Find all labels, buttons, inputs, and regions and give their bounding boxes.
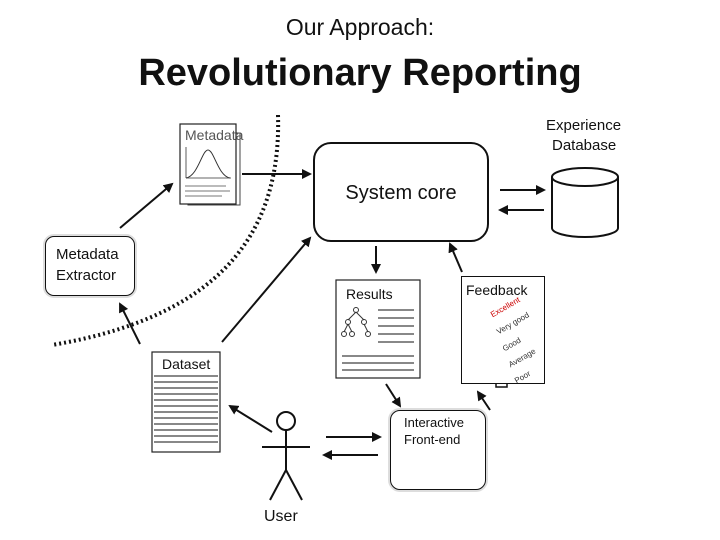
metadata-extractor-label-line1: Metadata [56,246,119,263]
metadata-extractor-label-line2: Extractor [56,267,117,284]
system-core-label: System core [345,182,457,204]
experience-database-label-line1: Experience [546,117,622,134]
arrow-dataset-to-core [221,236,312,343]
arrow-dataset-to-extractor [119,302,141,345]
arrow-user-to-dataset [228,404,273,433]
slide-subtitle: Our Approach: [285,14,435,40]
results-label: Results [346,286,393,302]
frontend-label-line1: Interactive [404,415,464,430]
user-label: User [264,508,298,525]
arrow-extractor-to-metadata [119,182,174,229]
dataset-table-icon [151,351,221,453]
system-core-box [313,142,489,242]
dataset-label: Dataset [162,356,211,372]
metadata-extractor-box [45,236,135,296]
metadata-label: Metadata [185,127,244,143]
arrow-feedback-to-core [448,242,463,273]
arrow-results-to-frontend [385,383,402,408]
slide-title: Revolutionary Reporting [138,52,582,94]
database-cylinder-icon [551,167,619,238]
feedback-box [461,276,545,384]
metadata-document-icon [179,123,241,206]
experience-database-label-line2: Database [552,137,617,154]
arrow-frontend-to-feedback [476,390,491,411]
results-document-icon [335,279,421,379]
frontend-label-line2: Front-end [404,432,461,447]
feedback-label: Feedback [466,282,528,298]
interactive-frontend-box [390,410,486,490]
dotted-boundary-curve [51,114,281,347]
user-stick-figure [262,411,310,501]
